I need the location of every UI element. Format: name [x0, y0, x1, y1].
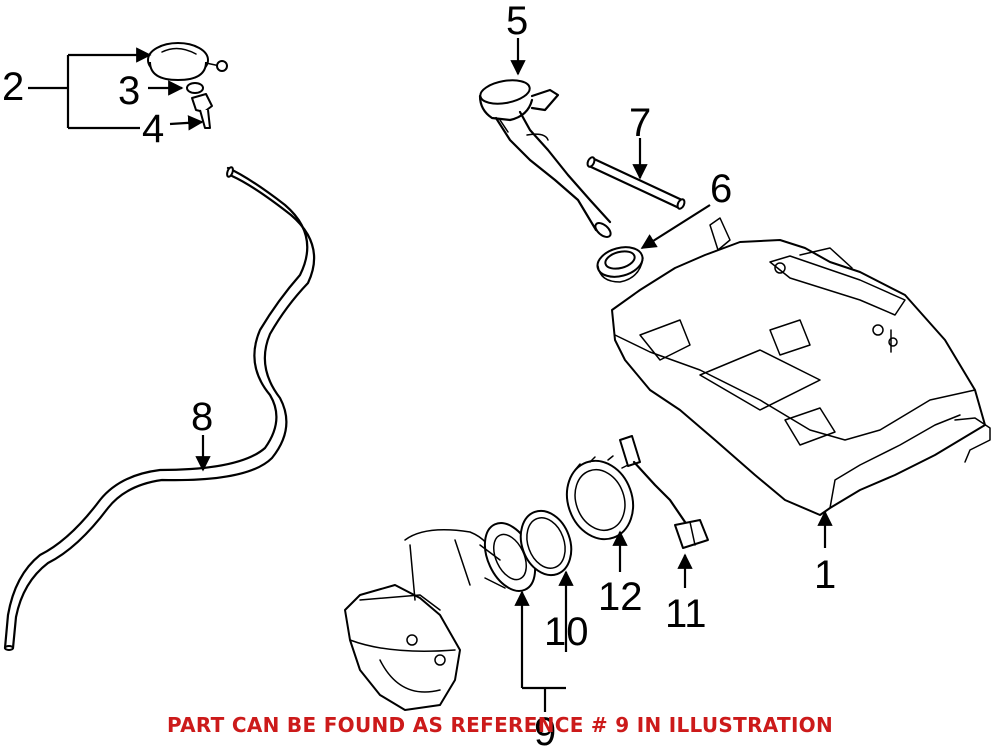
- callout-2: 2: [2, 65, 24, 109]
- neck-grommet: [596, 246, 644, 283]
- fuel-tank: [611, 217, 991, 516]
- callout-8: 8: [191, 395, 213, 439]
- level-sender: [619, 435, 709, 549]
- pump-seal-ring: [519, 509, 573, 577]
- callout-1: 1: [814, 553, 836, 597]
- callout-5: 5: [506, 0, 528, 43]
- callout-4: 4: [142, 107, 164, 151]
- vent-tube: [586, 156, 686, 210]
- callout-7: 7: [629, 101, 651, 145]
- callout-11: 11: [665, 592, 707, 636]
- callout-10: 10: [544, 610, 589, 654]
- fuel-pump-assembly: [344, 522, 537, 711]
- callout-12: 12: [598, 575, 643, 619]
- fuel-cap: [147, 42, 228, 81]
- filler-neck: [478, 79, 612, 238]
- callout-3: 3: [118, 69, 140, 113]
- callout-6: 6: [710, 167, 732, 211]
- callout-9: 9: [534, 710, 556, 747]
- cap-tether-clip: [191, 93, 213, 129]
- callout-numbers: 2 3 4 5 7 6 8 1 12 11 10 9: [2, 0, 836, 747]
- leader-lines: [28, 38, 833, 712]
- reference-note: PART CAN BE FOUND AS REFERENCE # 9 IN IL…: [166, 713, 834, 737]
- vent-hose: [3, 166, 316, 651]
- cap-seal-ring: [186, 82, 204, 94]
